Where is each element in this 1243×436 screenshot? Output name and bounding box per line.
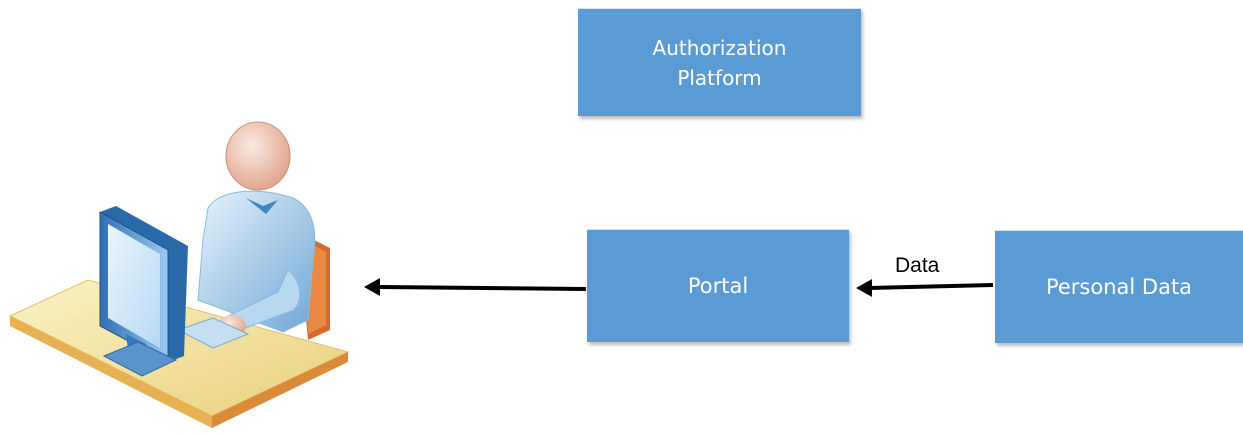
data-edge-label: Data — [895, 254, 940, 277]
arrow-portal-to-user — [377, 285, 587, 291]
personal-data-label: Personal Data — [1045, 275, 1193, 299]
authorization-platform-label: Authorization Platform — [652, 35, 787, 90]
personal-data-box: Personal Data — [995, 230, 1243, 343]
portal-label: Portal — [687, 274, 749, 298]
portal-box: Portal — [587, 229, 849, 342]
user-at-computer-icon — [8, 121, 350, 428]
authorization-platform-box: Authorization Platform — [578, 8, 861, 116]
arrow-personal-to-portal — [867, 283, 994, 290]
